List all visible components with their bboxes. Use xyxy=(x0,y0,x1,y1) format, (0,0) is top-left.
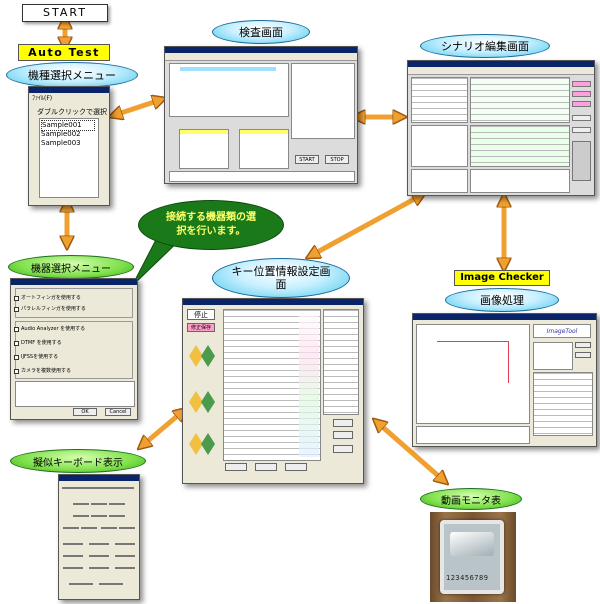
device-opt-ijfss[interactable]: IJFSSを使用する xyxy=(21,354,59,360)
label-scenario: シナリオ編集画面 xyxy=(420,34,550,58)
start-box: START xyxy=(22,4,108,22)
device-opt-parallel-finger[interactable]: パラレルフィンガを使用する xyxy=(21,306,86,312)
device-opt-audio-analyzer[interactable]: Audio Analyzer を使用する xyxy=(21,326,86,332)
model-select-dialog: ﾌｧｲﾙ(F) ダブルクリックで選択 Sample001 Sample002 S… xyxy=(28,86,110,206)
inspection-stop-button[interactable]: STOP xyxy=(325,155,349,164)
device-opt-multi-camera[interactable]: カメラを複数使用する xyxy=(21,368,72,374)
callout-text: 接続する機器類の選択を行います。 xyxy=(166,212,256,237)
key-position-window: 停止 修正保存 xyxy=(182,298,364,484)
arrow-scenario-keypos xyxy=(312,196,420,255)
scenario-window xyxy=(407,60,595,196)
video-readout: 123456789 xyxy=(446,574,489,582)
model-dialog-instruction: ダブルクリックで選択 xyxy=(37,108,107,116)
device-select-dialog: オートフィンガを使用する パラレルフィンガを使用する Audio Analyze… xyxy=(10,278,138,420)
image-checker-box: Image Checker xyxy=(454,270,550,286)
image-checker-window: ImageTool xyxy=(412,313,597,447)
arrow-model-inspection xyxy=(115,100,160,115)
arrow-keypos-vkbd xyxy=(143,412,182,445)
inspection-window: START STOP xyxy=(164,46,358,184)
label-inspection: 検査画面 xyxy=(212,20,310,44)
virtual-keyboard-window xyxy=(58,474,140,600)
keypos-save-button[interactable]: 修正保存 xyxy=(187,323,215,332)
label-key-position: キー位置情報設定画面 xyxy=(212,258,350,298)
device-opt-dtmf[interactable]: DTMF を使用する xyxy=(21,340,62,346)
auto-test-box: Auto Test xyxy=(18,44,110,61)
keypos-stop-button[interactable]: 停止 xyxy=(187,309,215,320)
inspection-start-button[interactable]: START xyxy=(295,155,319,164)
callout-bubble: 接続する機器類の選択を行います。 xyxy=(138,200,284,250)
model-item-1[interactable]: Sample001 xyxy=(41,120,95,131)
device-opt-auto-finger[interactable]: オートフィンガを使用する xyxy=(21,295,81,301)
device-cancel-button[interactable]: Cancel xyxy=(105,408,131,416)
device-ok-button[interactable]: OK xyxy=(73,408,97,416)
label-virtual-keyboard: 擬似キーボード表示 xyxy=(10,449,146,473)
video-monitor-image: 123456789 xyxy=(430,512,516,602)
model-item-2[interactable]: Sample002 xyxy=(41,130,81,138)
model-item-3[interactable]: Sample003 xyxy=(41,139,81,147)
arrow-keypos-video xyxy=(378,423,443,480)
label-video-monitor: 動画モニタ表 xyxy=(420,488,522,510)
label-image-processing: 画像処理 xyxy=(445,288,559,312)
label-device-menu: 機器選択メニュー xyxy=(8,255,134,279)
